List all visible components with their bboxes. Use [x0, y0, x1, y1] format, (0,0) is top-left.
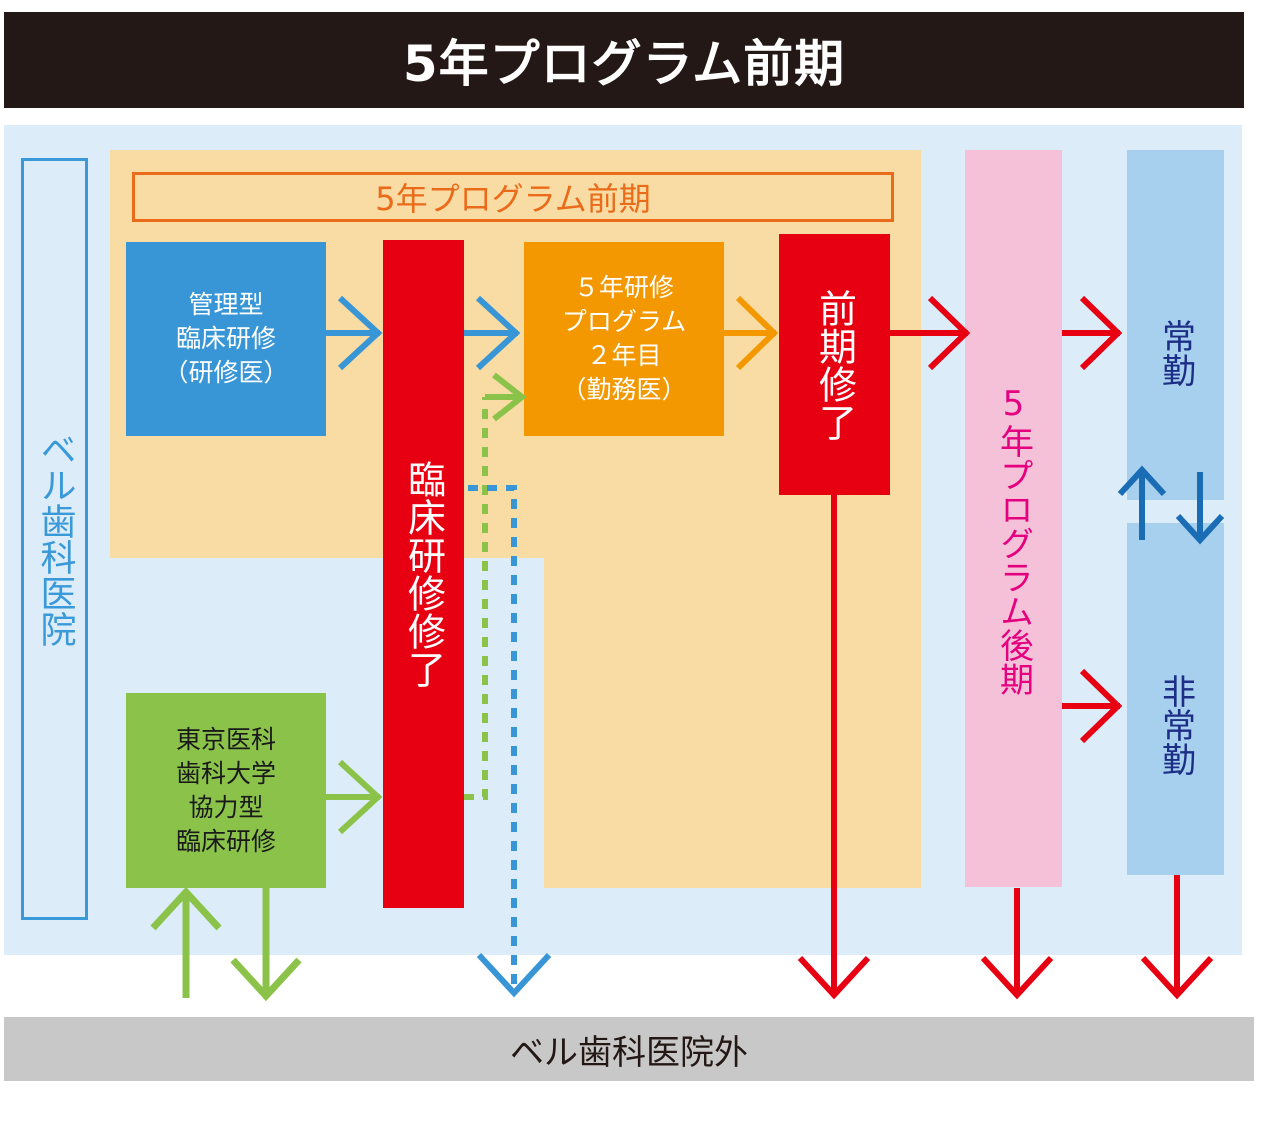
- program-second-half-label: 5年プログラム後期: [993, 384, 1034, 696]
- arrow-first-complete-to-outside: [797, 495, 871, 1000]
- arrow-year2-to-first-complete: [724, 295, 779, 371]
- bell-clinic-label: ベル歯科医院: [34, 431, 76, 647]
- parttime-label-wrap: 非常勤: [1127, 663, 1224, 787]
- managed-training-label: 管理型 臨床研修 （研修医）: [163, 290, 289, 387]
- parttime-label: 非常勤: [1155, 674, 1196, 776]
- arrow-parttime-to-fulltime: [1117, 465, 1167, 540]
- page-title-text: 5年プログラム前期: [402, 35, 846, 93]
- outside-clinic-label: ベル歯科医院外: [510, 1032, 748, 1073]
- arrow-tmd-to-complete: [326, 759, 383, 835]
- first-half-complete-label: 前期修了: [812, 288, 857, 441]
- outside-clinic-bar: ベル歯科医院外: [4, 1017, 1254, 1081]
- arrow-second-half-to-outside: [980, 888, 1054, 1000]
- arrow-complete-to-outside-dotted: [468, 485, 552, 998]
- managed-training-box: 管理型 臨床研修 （研修医）: [126, 242, 326, 436]
- program-year2-box: ５年研修 プログラム ２年目 （勤務医）: [524, 242, 724, 436]
- program-first-half-title: 5年プログラム前期: [132, 172, 894, 222]
- program-first-half-title-text: 5年プログラム前期: [375, 180, 651, 218]
- arrow-complete-to-year2-dotted: [464, 372, 527, 800]
- parttime-column: [1127, 523, 1224, 875]
- clinical-training-complete-box: 臨床研修修了: [383, 240, 464, 908]
- arrow-parttime-to-outside: [1140, 875, 1214, 1000]
- arrow-outside-to-tmd: [150, 886, 222, 998]
- fulltime-label-wrap: 常勤: [1127, 310, 1224, 396]
- page-title: 5年プログラム前期: [4, 12, 1244, 108]
- arrow-second-half-to-parttime: [1062, 668, 1123, 744]
- bell-clinic-label-box: ベル歯科医院: [21, 158, 88, 920]
- clinical-training-complete-label: 臨床研修修了: [401, 460, 446, 688]
- fulltime-column: [1127, 150, 1224, 500]
- arrow-second-half-to-fulltime: [1062, 295, 1123, 371]
- arrow-fulltime-to-parttime: [1175, 472, 1225, 545]
- arrow-complete-to-year2: [464, 295, 521, 371]
- program-second-half-column: [965, 150, 1062, 887]
- tmd-training-box: 東京医科 歯科大学 協力型 臨床研修: [126, 693, 326, 888]
- fulltime-label: 常勤: [1155, 319, 1196, 387]
- arrow-first-complete-to-second-half: [890, 295, 971, 371]
- first-half-complete-box: 前期修了: [779, 234, 890, 495]
- tmd-training-label: 東京医科 歯科大学 協力型 臨床研修: [175, 724, 276, 856]
- second-half-label-wrap: 5年プログラム後期: [965, 360, 1062, 720]
- program-year2-label: ５年研修 プログラム ２年目 （勤務医）: [561, 273, 687, 404]
- arrow-managed-to-complete: [326, 295, 383, 371]
- arrow-tmd-to-outside: [230, 888, 302, 1002]
